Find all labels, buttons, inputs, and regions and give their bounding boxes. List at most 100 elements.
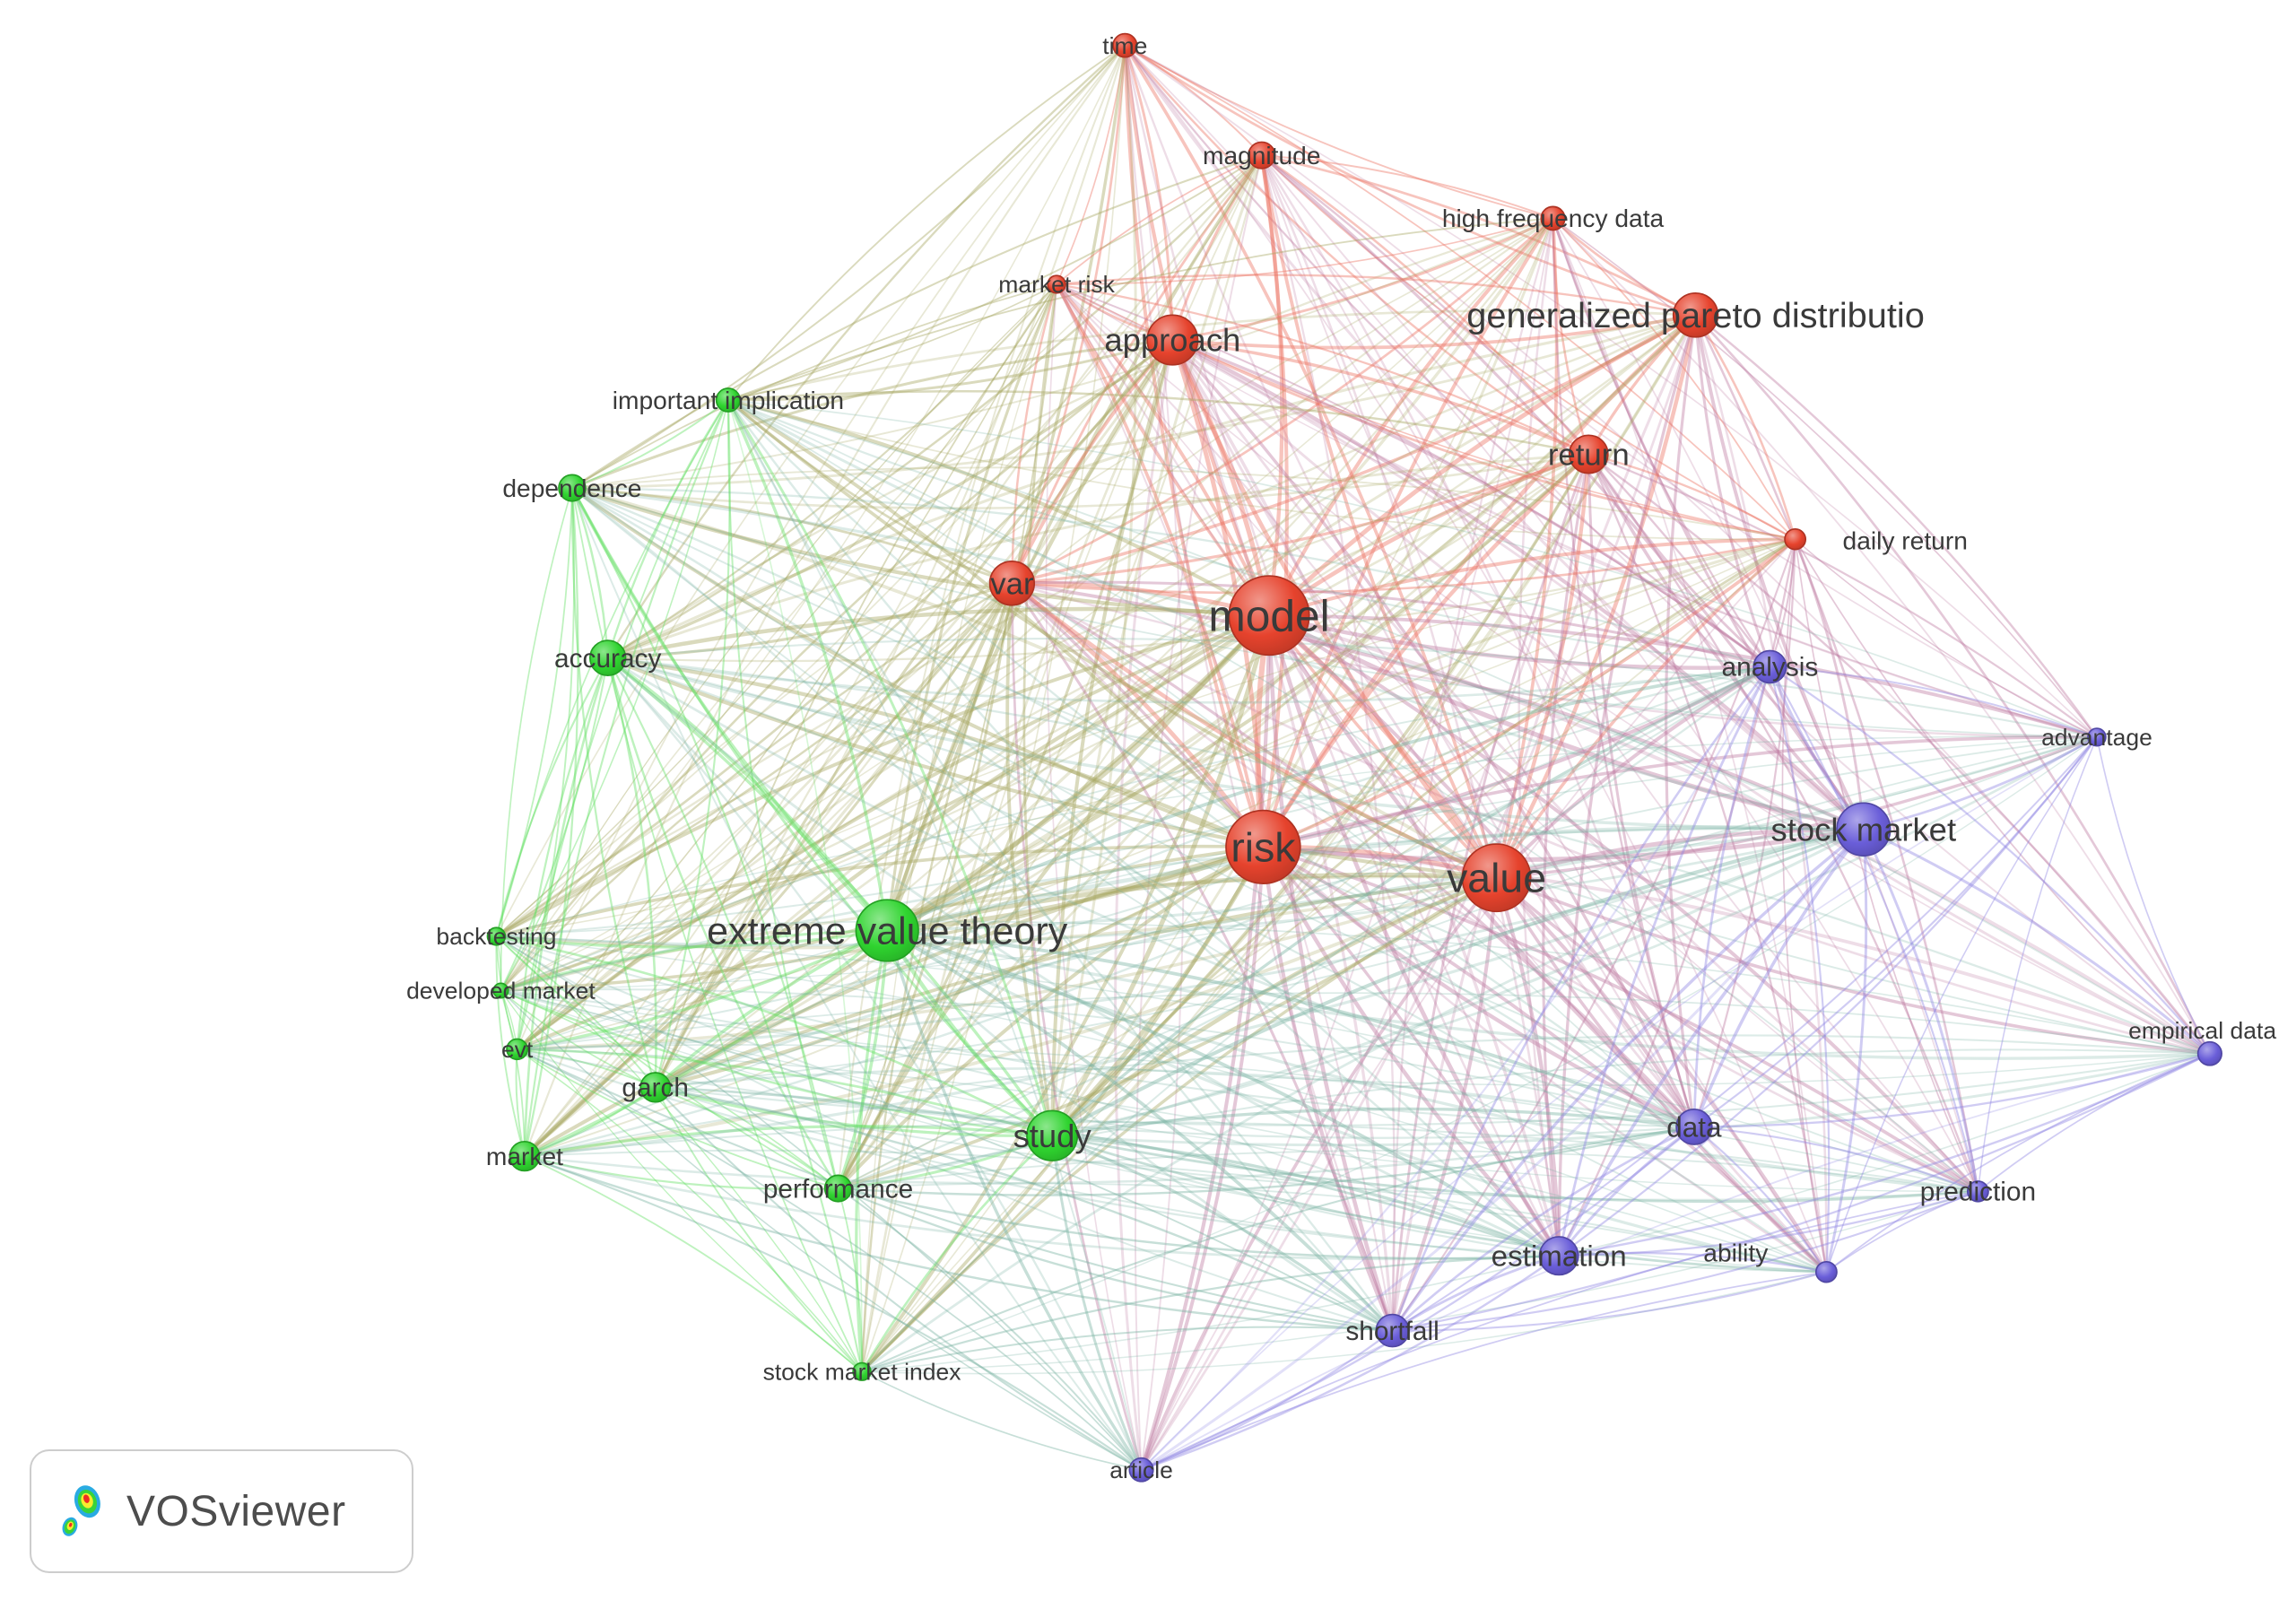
edge [523,1125,1054,1158]
edge [516,582,1013,1051]
label-market-risk[interactable]: market risk [998,271,1115,298]
node-time[interactable] [1112,32,1138,58]
node-prediction[interactable] [1966,1180,1989,1203]
node-accuracy[interactable] [588,639,627,677]
label-performance[interactable]: performance [763,1175,913,1205]
label-shortfall[interactable]: shortfall [1345,1317,1439,1346]
node-daily-return[interactable] [1784,528,1807,551]
edge [1170,216,1555,342]
node-magnitude[interactable] [1248,141,1276,170]
edge [1552,217,1979,1193]
node-study[interactable] [1026,1109,1079,1161]
label-risk[interactable]: risk [1231,824,1296,871]
edge [1170,338,1591,457]
node-analysis[interactable] [1752,649,1787,684]
node-extreme-value-theory[interactable] [855,899,919,962]
edge [1124,44,1561,1257]
node-empirical-data[interactable] [2196,1040,2222,1066]
node-dependence[interactable] [558,474,587,502]
label-time[interactable]: time [1102,32,1147,59]
node-high-frequency-data[interactable] [1540,205,1566,231]
node-important-implication[interactable] [715,387,741,413]
label-high-frequency-data[interactable]: high frequency data [1442,204,1665,232]
label-analysis[interactable]: analysis [1722,653,1819,683]
node-ability[interactable] [1814,1260,1838,1283]
edge [726,390,1590,456]
label-value[interactable]: value [1447,855,1546,901]
edge [1261,665,1772,849]
node-return[interactable] [1568,434,1609,474]
label-empirical-data[interactable]: empirical data [2128,1017,2276,1044]
edge [1261,735,2099,849]
edge [1977,736,2098,1193]
label-prediction[interactable]: prediction [1920,1178,2036,1207]
node-var[interactable] [988,560,1036,606]
label-important-implication[interactable]: important implication [613,387,844,414]
edge [495,935,1979,1193]
edge [1140,453,1590,1472]
edge [570,487,1143,1471]
label-garch[interactable]: garch [622,1074,689,1103]
label-extreme-value-theory[interactable]: extreme value theory [707,910,1068,953]
node-advantage[interactable] [2087,727,2107,747]
label-study[interactable]: study [1013,1118,1092,1154]
edge [885,928,1395,1333]
node-model[interactable] [1228,575,1310,657]
node-market[interactable] [509,1140,541,1172]
node-generalized-pareto-distributio[interactable] [1672,291,1719,338]
edge [494,844,1265,938]
label-return[interactable]: return [1548,439,1630,473]
node-estimation[interactable] [1538,1236,1579,1276]
label-article[interactable]: article [1109,1457,1173,1483]
label-evt[interactable]: evt [501,1036,534,1063]
node-stock-market[interactable] [1836,802,1892,857]
edge [1124,44,2098,738]
node-article[interactable] [1128,1457,1154,1483]
node-garch[interactable] [639,1072,672,1103]
label-stock-market[interactable]: stock market [1771,812,1957,848]
edge [884,825,1866,933]
node-data[interactable] [1675,1109,1713,1145]
node-shortfall[interactable] [1375,1313,1410,1348]
node-performance[interactable] [823,1174,853,1203]
label-market[interactable]: market [486,1143,563,1170]
label-approach[interactable]: approach [1104,322,1240,359]
edge [495,154,1263,937]
node-value[interactable] [1461,843,1532,913]
label-model[interactable]: model [1208,592,1329,641]
edge [1010,581,1395,1333]
label-var[interactable]: var [990,568,1033,602]
edge [1050,827,1866,1138]
label-dependence[interactable]: dependence [502,474,641,502]
edge [885,537,1797,933]
node-market-risk[interactable] [1047,274,1066,294]
edge [860,1134,1054,1373]
label-data[interactable]: data [1666,1112,1722,1144]
label-magnitude[interactable]: magnitude [1203,142,1321,170]
edge [495,283,1057,937]
label-developed-market[interactable]: developed market [406,978,596,1005]
edge [606,217,1554,659]
edge [606,657,839,1190]
label-stock-market-index[interactable]: stock market index [763,1359,961,1386]
node-backtesting[interactable] [486,926,507,946]
node-risk[interactable] [1225,809,1301,885]
label-daily-return[interactable]: daily return [1843,527,1968,555]
label-generalized-pareto-distributio[interactable]: generalized pareto distributio [1466,296,1925,335]
node-developed-market[interactable] [492,982,509,999]
edge [1692,665,1771,1128]
edge [500,989,1561,1257]
node-approach[interactable] [1146,314,1199,366]
edge [1045,283,1143,1471]
node-stock-market-index[interactable] [852,1361,872,1381]
label-estimation[interactable]: estimation [1492,1239,1627,1273]
edge [727,399,863,1373]
label-backtesting[interactable]: backtesting [436,923,556,950]
edge [653,875,1499,1090]
vosviewer-logo-icon [62,1485,100,1536]
node-evt[interactable] [506,1038,529,1061]
label-accuracy[interactable]: accuracy [554,644,662,674]
label-advantage[interactable]: advantage [2041,724,2152,751]
label-ability[interactable]: ability [1703,1239,1768,1267]
